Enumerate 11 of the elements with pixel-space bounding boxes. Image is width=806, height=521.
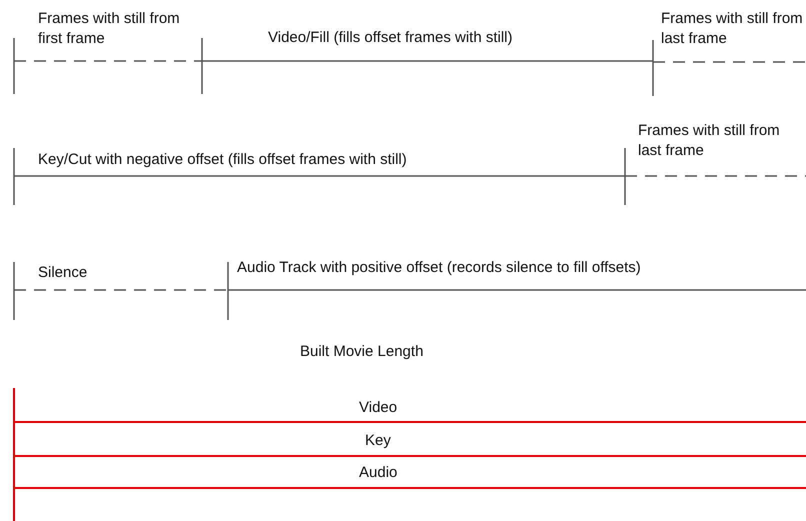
track-label: Video	[359, 398, 398, 418]
track-label: Key	[365, 431, 391, 451]
segment-label: Audio Track with positive offset (records silence to fill offsets)	[237, 258, 641, 278]
segment-label: Frames with still from last frame	[661, 9, 803, 49]
segment-label: Frames with still from last frame	[638, 121, 781, 161]
section-heading: Built Movie Length	[300, 342, 424, 362]
segment-label: Silence	[38, 263, 88, 283]
segment-label: Video/Fill (fills offset frames with still)	[268, 28, 513, 48]
track-label: Audio	[359, 463, 398, 483]
segment-label: Key/Cut with negative offset (fills offset frames with still)	[38, 150, 407, 170]
segment-label: Frames with still from first frame	[38, 9, 181, 49]
